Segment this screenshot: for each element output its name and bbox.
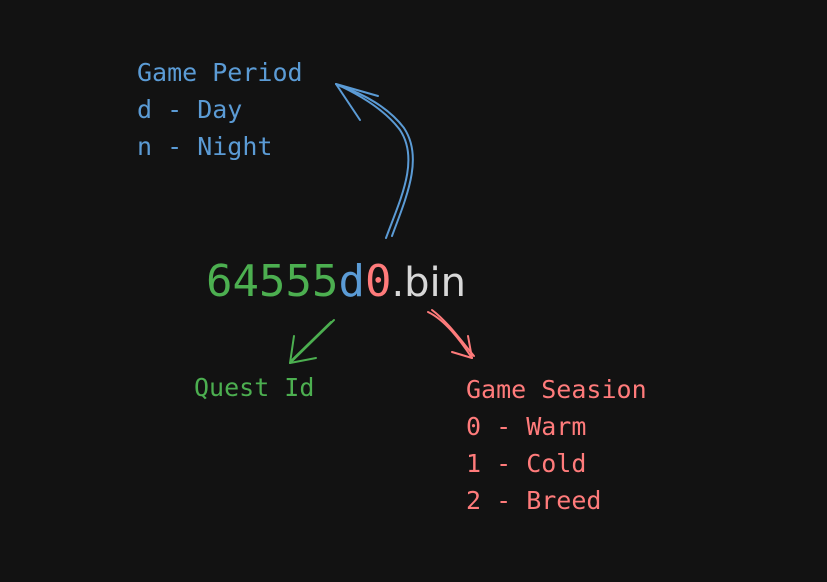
arrow-period [335, 83, 414, 239]
arrow-season [427, 309, 475, 359]
quest-id-title: Quest Id [194, 373, 315, 402]
filename: 64555d0.bin [206, 252, 466, 313]
game-season-option-cold: 1 - Cold [466, 449, 587, 478]
filename-period: d [338, 256, 365, 307]
game-period-option-day: d - Day [137, 95, 243, 124]
game-season-option-breed: 2 - Breed [466, 486, 602, 515]
filename-quest-id: 64555 [206, 256, 339, 307]
game-season-option-warm: 0 - Warm [466, 412, 587, 441]
game-period-title: Game Period [137, 58, 303, 87]
filename-extension: .bin [391, 260, 467, 306]
game-period-option-night: n - Night [137, 132, 273, 161]
filename-season: 0 [364, 256, 392, 307]
arrow-quest-id [289, 319, 335, 364]
game-season-title: Game Seasion [466, 375, 647, 404]
